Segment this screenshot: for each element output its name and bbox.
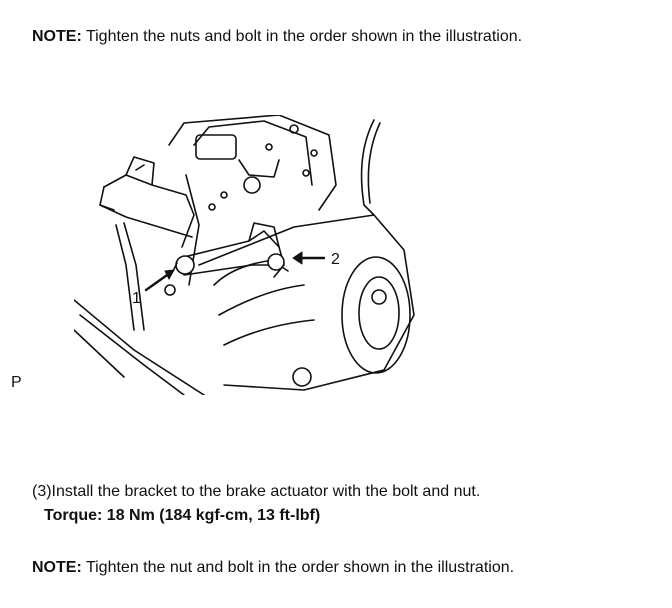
callout-1: 1 bbox=[132, 290, 141, 307]
note-2-label: NOTE: bbox=[32, 559, 82, 576]
note-2-text: Tighten the nut and bolt in the order sh… bbox=[81, 559, 515, 576]
torque-spec: Torque: 18 Nm (184 kgf-cm, 13 ft-lbf) bbox=[44, 507, 321, 524]
note-1-label: NOTE: bbox=[32, 28, 82, 45]
step-instruction: (3)Install the bracket to the brake actu… bbox=[32, 483, 481, 500]
page-marker: P bbox=[11, 374, 22, 391]
note-1-text: Tighten the nuts and bolt in the order s… bbox=[81, 28, 523, 45]
note-1: NOTE: Tighten the nuts and bolt in the o… bbox=[32, 27, 522, 47]
note-2: NOTE: Tighten the nut and bolt in the or… bbox=[32, 558, 514, 578]
bracket-installation-illustration: 1 2 bbox=[74, 115, 438, 395]
callout-2: 2 bbox=[331, 251, 340, 268]
